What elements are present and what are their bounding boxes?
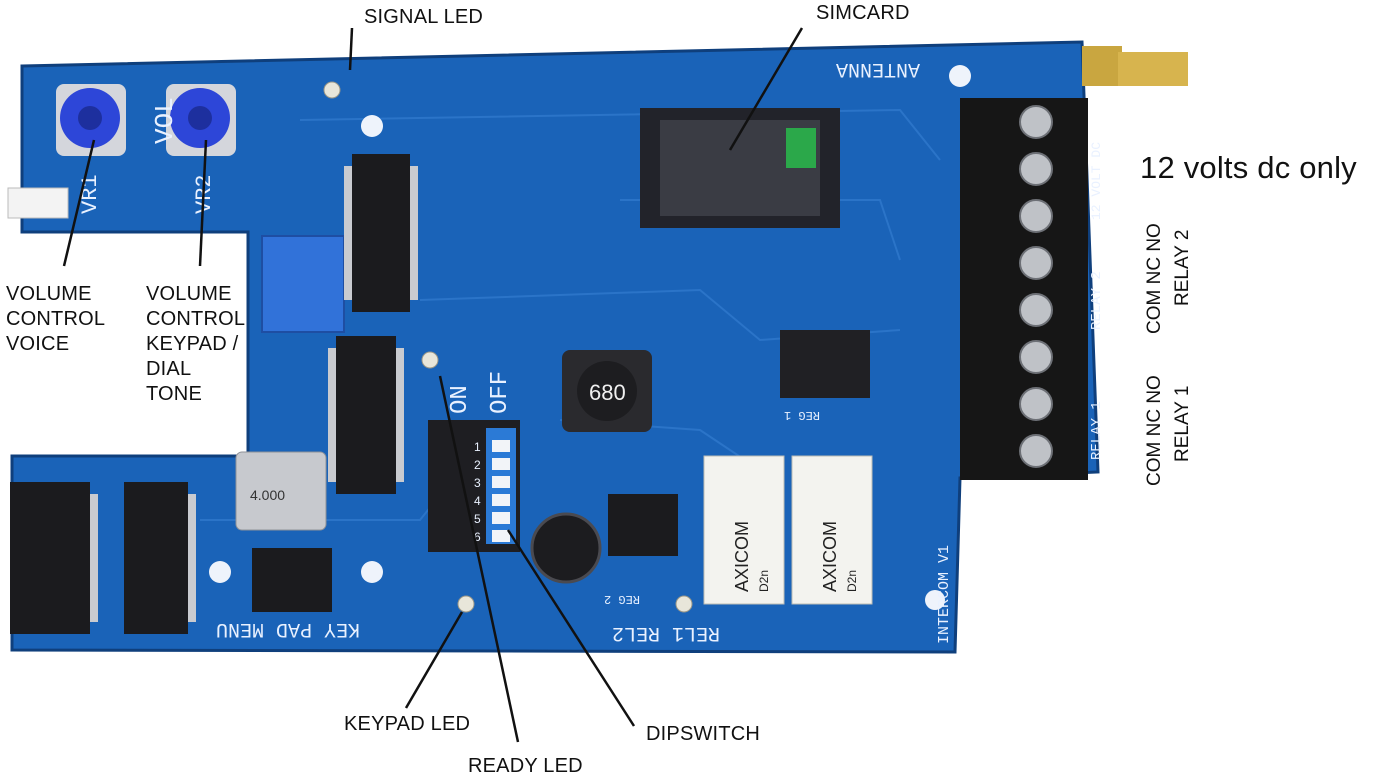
electrolytic-capacitor [530, 512, 602, 584]
label-simcard: SIMCARD [816, 2, 910, 24]
ic-pins [90, 166, 418, 622]
label-signal-led: SIGNAL LED [364, 6, 484, 28]
label-volume-keypad-line2: CONTROL [146, 308, 246, 330]
potentiometer-vr1 [56, 84, 126, 156]
speaker-connector [7, 187, 69, 219]
terminal-screw [1019, 293, 1053, 327]
crystal-oscillator [235, 451, 327, 531]
label-volume-voice: VOLUME CONTROL VOICE [6, 282, 105, 357]
label-volume-keypad-line1: VOLUME [146, 283, 232, 305]
silk-relay1: RELAY 1 [1089, 401, 1105, 460]
label-volume-voice-line1: VOLUME [6, 283, 92, 305]
voltage-regulator [780, 330, 870, 398]
dipswitch-toggles: 1 2 3 4 5 6 [474, 440, 510, 544]
label-relay2-name: RELAY 2 [1172, 229, 1193, 306]
label-relay1-contacts: COM NC NO [1144, 375, 1165, 486]
silk-12v: 12 VOLT DC [1089, 142, 1104, 220]
label-volume-voice-line3: VOICE [6, 333, 70, 355]
terminal-screw [1019, 434, 1053, 468]
label-ready-led: READY LED [468, 755, 583, 777]
relay1-brand: AXICOM [732, 521, 752, 592]
pin-header-pl2 [261, 235, 345, 333]
relay2-spec: D2n [845, 570, 859, 592]
inductor-680 [562, 350, 652, 432]
silk-antenna: ANTENNA [836, 57, 920, 80]
dipswitch-number: 6 [474, 530, 481, 544]
dipswitch-toggle [492, 476, 510, 488]
label-volume-keypad: VOLUME CONTROL KEYPAD / DIAL TONE [146, 282, 245, 407]
dipswitch-number: 3 [474, 476, 481, 490]
inductor-label: 680 [589, 380, 626, 405]
dipswitch-toggle [492, 530, 510, 542]
label-volume-keypad-line5: TONE [146, 383, 202, 405]
terminal-screw [1019, 387, 1053, 421]
label-dipswitch: DIPSWITCH [646, 723, 761, 745]
silk-reg1: REG 1 [784, 408, 820, 422]
ic-chips [10, 154, 678, 634]
terminal-block [960, 98, 1088, 480]
silk-intercom: INTERCOM V1 [936, 545, 953, 644]
label-relay1-name: RELAY 1 [1172, 385, 1193, 462]
mounting-holes [209, 65, 971, 610]
simcard-holder [640, 108, 840, 228]
relay-1 [703, 455, 785, 605]
relay-2 [791, 455, 873, 605]
dipswitch-toggle [492, 494, 510, 506]
terminal-screw [1019, 152, 1053, 186]
silk-keypad-menu: KEY PAD MENU [216, 617, 360, 640]
terminal-screw [1019, 246, 1053, 280]
antenna-connector [1082, 46, 1188, 86]
label-volume-keypad-line3: KEYPAD / [146, 333, 239, 355]
label-relay2-contacts: COM NC NO [1144, 223, 1165, 334]
relay1-spec: D2n [757, 570, 771, 592]
terminal-screws [1019, 105, 1053, 468]
label-volume-keypad-line4: DIAL [146, 358, 192, 380]
crystal-text: 4.000 [250, 487, 285, 503]
relay2-brand: AXICOM [820, 521, 840, 592]
dipswitch-toggle [492, 458, 510, 470]
terminal-screw [1019, 105, 1053, 139]
silk-off: OFF [487, 371, 514, 414]
dipswitch-number: 2 [474, 458, 481, 472]
callout-lines [62, 27, 804, 743]
dipswitch-toggle [492, 512, 510, 524]
dipswitch-number: 1 [474, 440, 481, 454]
terminal-screw [1019, 340, 1053, 374]
silk-reg2: REG 2 [604, 592, 640, 606]
terminal-screw [1019, 199, 1053, 233]
silk-vol: VOL [150, 97, 180, 144]
leds [323, 81, 693, 613]
silk-on: ON [447, 385, 474, 414]
dipswitch-number: 5 [474, 512, 481, 526]
potentiometer-vr2 [166, 84, 236, 156]
label-power-note: 12 volts dc only [1140, 150, 1357, 185]
label-keypad-led: KEYPAD LED [344, 713, 471, 735]
dipswitch-toggle [492, 440, 510, 452]
dipswitch-number: 4 [474, 494, 481, 508]
label-volume-voice-line2: CONTROL [6, 308, 106, 330]
silk-relay2: RELAY 2 [1089, 271, 1105, 330]
silk-rel: REL1 REL2 [612, 621, 720, 644]
